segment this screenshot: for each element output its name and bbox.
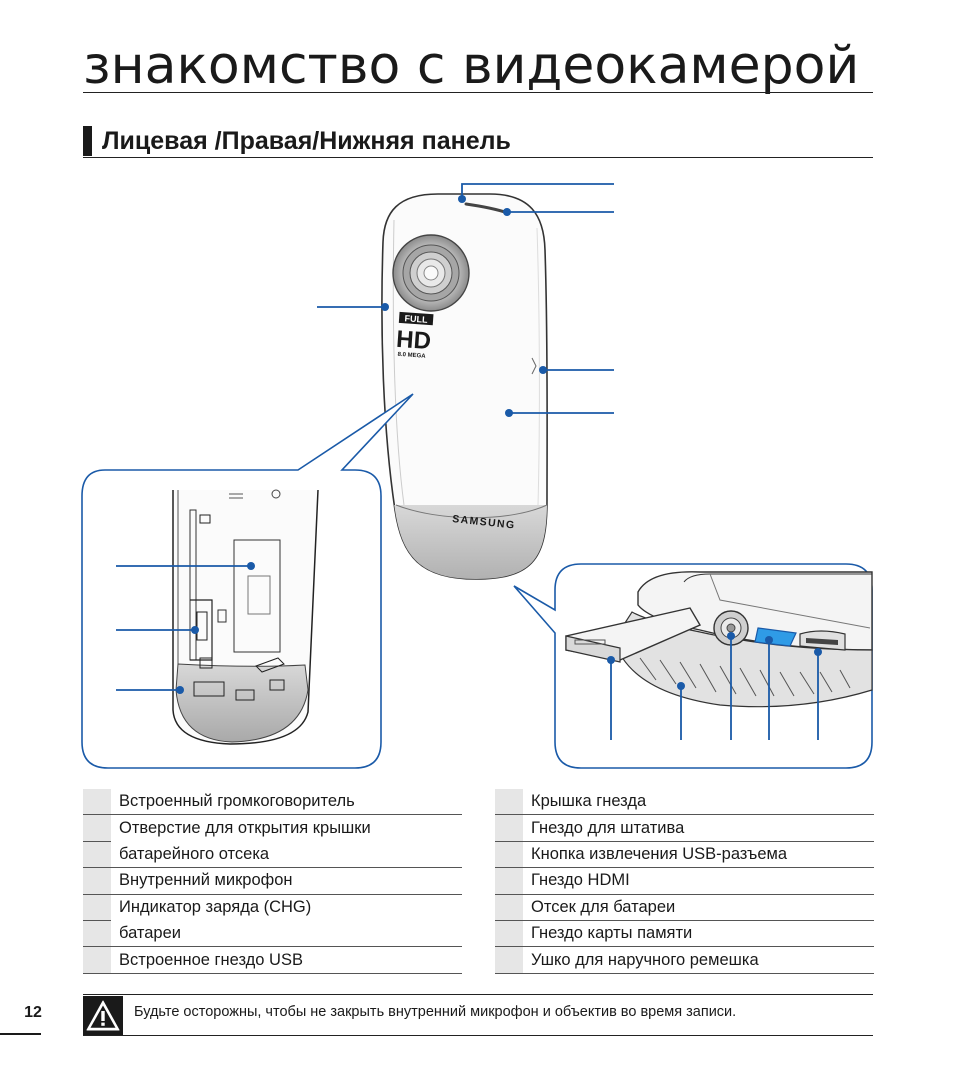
legend-left: Встроенный громкоговоритель Отверстие дл…	[83, 789, 462, 974]
legend-row: Гнездо для штатива	[495, 814, 874, 842]
svg-text:FULL: FULL	[404, 313, 428, 325]
page-title: знакомство с видеокамерой	[83, 36, 860, 96]
legend-row: Крышка гнезда	[495, 789, 874, 816]
legend-row: Встроенное гнездо USB	[83, 946, 462, 974]
camcorder-illustration: FULL HD 8.0 MEGA SAMSUNG	[81, 183, 873, 769]
camcorder-body: FULL HD 8.0 MEGA SAMSUNG	[381, 193, 548, 580]
callout-dots	[381, 195, 547, 417]
legend-row: батареи	[83, 920, 462, 948]
legend-row: Гнездо карты памяти	[495, 920, 874, 948]
warning-icon	[83, 996, 123, 1035]
legend-row: Отверстие для открытия крышки	[83, 814, 462, 842]
legend-row: Кнопка извлечения USB-разъема	[495, 841, 874, 869]
page-number: 12	[24, 1004, 42, 1021]
note-top-rule	[83, 994, 873, 995]
inset-bottom-callouts	[610, 636, 819, 740]
section-rule	[83, 157, 873, 158]
legend-right: Крышка гнезда Гнездо для штатива Кнопка …	[495, 789, 874, 974]
title-rule	[83, 92, 873, 93]
legend-row: Гнездо HDMI	[495, 867, 874, 895]
svg-text:HD: HD	[395, 326, 431, 355]
legend-row: Встроенный громкоговоритель	[83, 789, 462, 816]
page-number-rule	[0, 1033, 41, 1035]
section-marker	[83, 126, 92, 156]
legend-row: Индикатор заряда (CHG)	[83, 894, 462, 921]
legend-row: Отсек для батареи	[495, 894, 874, 921]
legend-row: Внутренний микрофон	[83, 867, 462, 895]
callout-lines	[317, 183, 614, 414]
legend-row: батарейного отсека	[83, 841, 462, 869]
full-hd-badge: FULL HD 8.0 MEGA	[395, 311, 434, 360]
section-title: Лицевая /Правая/Нижняя панель	[102, 127, 511, 155]
side-detail-inset	[81, 393, 414, 769]
inset-left-callouts	[116, 565, 251, 691]
svg-text:8.0 MEGA: 8.0 MEGA	[397, 352, 426, 360]
note-bottom-rule	[83, 1035, 873, 1036]
usb-eject-button	[754, 627, 797, 647]
legend-row: Ушко для наручного ремешка	[495, 946, 874, 974]
warning-note: Будьте осторожны, чтобы не закрыть внутр…	[134, 1004, 737, 1020]
